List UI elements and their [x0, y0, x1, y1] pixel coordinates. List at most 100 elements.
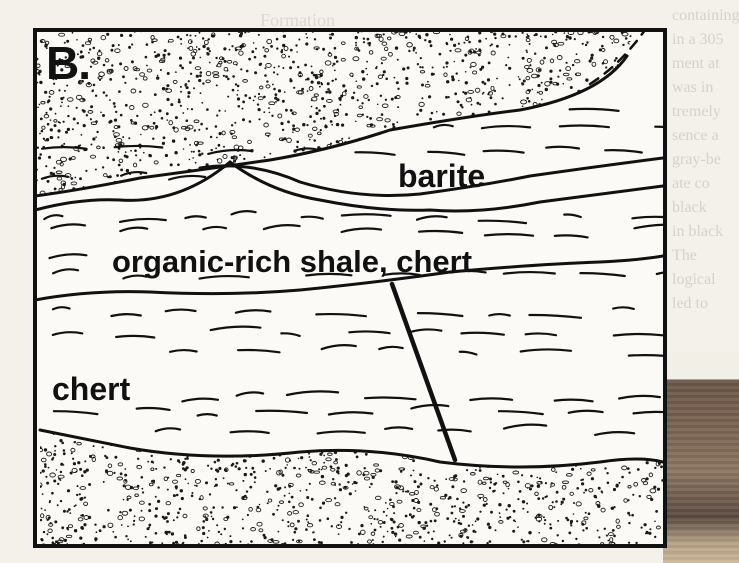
grain-mark: [264, 536, 267, 539]
grain-mark: [313, 531, 315, 533]
grain-mark: [454, 505, 456, 507]
grain-mark: [148, 503, 151, 506]
grain-mark: [172, 139, 175, 142]
grain-mark: [46, 533, 48, 535]
grain-mark: [345, 464, 348, 467]
grain-mark: [282, 519, 284, 521]
grain-mark: [151, 455, 153, 457]
grain-mark: [258, 118, 260, 120]
grain-mark: [545, 46, 548, 49]
grain-mark: [319, 86, 321, 88]
grain-mark: [505, 64, 507, 66]
grain-mark: [168, 41, 170, 43]
grain-mark: [247, 514, 249, 516]
grain-mark: [167, 512, 170, 515]
grain-mark: [86, 114, 88, 116]
grain-mark: [576, 53, 578, 55]
grain-mark: [602, 62, 605, 65]
grain-mark: [562, 540, 564, 542]
grain-mark: [389, 499, 392, 502]
grain-mark: [278, 505, 280, 507]
grain-mark: [328, 90, 331, 93]
grain-mark: [43, 138, 45, 140]
grain-mark: [217, 159, 219, 161]
grain-mark: [405, 77, 408, 80]
grain-mark: [53, 453, 56, 456]
grain-mark: [123, 484, 126, 487]
grain-mark: [531, 484, 534, 487]
grain-mark: [224, 469, 227, 472]
grain-mark: [433, 73, 435, 75]
grain-mark: [649, 528, 651, 530]
grain-mark: [186, 466, 189, 469]
grain-mark: [334, 497, 336, 499]
grain-mark: [167, 72, 170, 75]
grain-mark: [325, 91, 328, 94]
grain-mark: [221, 506, 223, 508]
grain-mark: [232, 75, 235, 78]
grain-mark: [400, 470, 403, 473]
grain-mark: [273, 88, 276, 91]
grain-mark: [313, 139, 316, 142]
grain-mark: [262, 459, 265, 462]
grain-mark: [216, 84, 218, 86]
grain-mark: [122, 136, 124, 138]
grain-mark: [549, 77, 552, 80]
grain-mark: [216, 524, 218, 526]
grain-mark: [368, 510, 370, 512]
grain-mark: [494, 37, 496, 39]
grain-mark: [124, 474, 127, 477]
grain-mark: [180, 43, 182, 45]
grain-mark: [358, 49, 361, 52]
grain-mark: [254, 71, 257, 74]
grain-mark: [204, 515, 206, 517]
grain-mark: [499, 516, 501, 518]
grain-mark: [323, 455, 325, 457]
grain-mark: [153, 122, 156, 125]
grain-mark: [278, 531, 280, 533]
grain-mark: [37, 107, 39, 109]
grain-mark: [336, 124, 338, 126]
grain-mark: [542, 497, 544, 499]
grain-mark: [451, 512, 454, 515]
grain-mark: [292, 506, 295, 509]
grain-mark: [549, 527, 552, 530]
grain-mark: [114, 456, 117, 459]
grain-mark: [135, 78, 137, 80]
grain-mark: [231, 45, 233, 47]
grain-mark: [347, 481, 349, 483]
grain-mark: [242, 101, 245, 104]
grain-mark: [573, 502, 575, 504]
grain-mark: [191, 151, 193, 153]
grain-mark: [321, 83, 323, 85]
grain-mark: [522, 32, 524, 34]
grain-mark: [429, 503, 432, 506]
grain-mark: [448, 96, 450, 98]
grain-mark: [606, 472, 608, 474]
grain-mark: [582, 43, 584, 45]
grain-mark: [306, 489, 308, 491]
grain-mark: [478, 48, 481, 51]
grain-mark: [453, 44, 456, 47]
grain-mark: [174, 151, 177, 154]
grain-mark: [621, 476, 624, 479]
grain-mark: [200, 92, 202, 94]
grain-mark: [296, 141, 299, 144]
grain-mark: [502, 475, 505, 478]
grain-mark: [334, 47, 337, 50]
grain-mark: [555, 500, 558, 503]
grain-mark: [91, 144, 93, 146]
grain-mark: [179, 508, 182, 511]
grain-mark: [248, 58, 251, 61]
grain-mark: [493, 33, 496, 36]
grain-mark: [218, 110, 220, 112]
grain-mark: [47, 123, 50, 126]
grain-mark: [285, 467, 287, 469]
grain-mark: [479, 103, 481, 105]
grain-mark: [361, 70, 364, 73]
grain-mark: [475, 48, 477, 50]
grain-mark: [167, 53, 170, 56]
grain-mark: [38, 70, 41, 73]
grain-mark: [451, 75, 454, 78]
grain-mark: [365, 68, 367, 70]
